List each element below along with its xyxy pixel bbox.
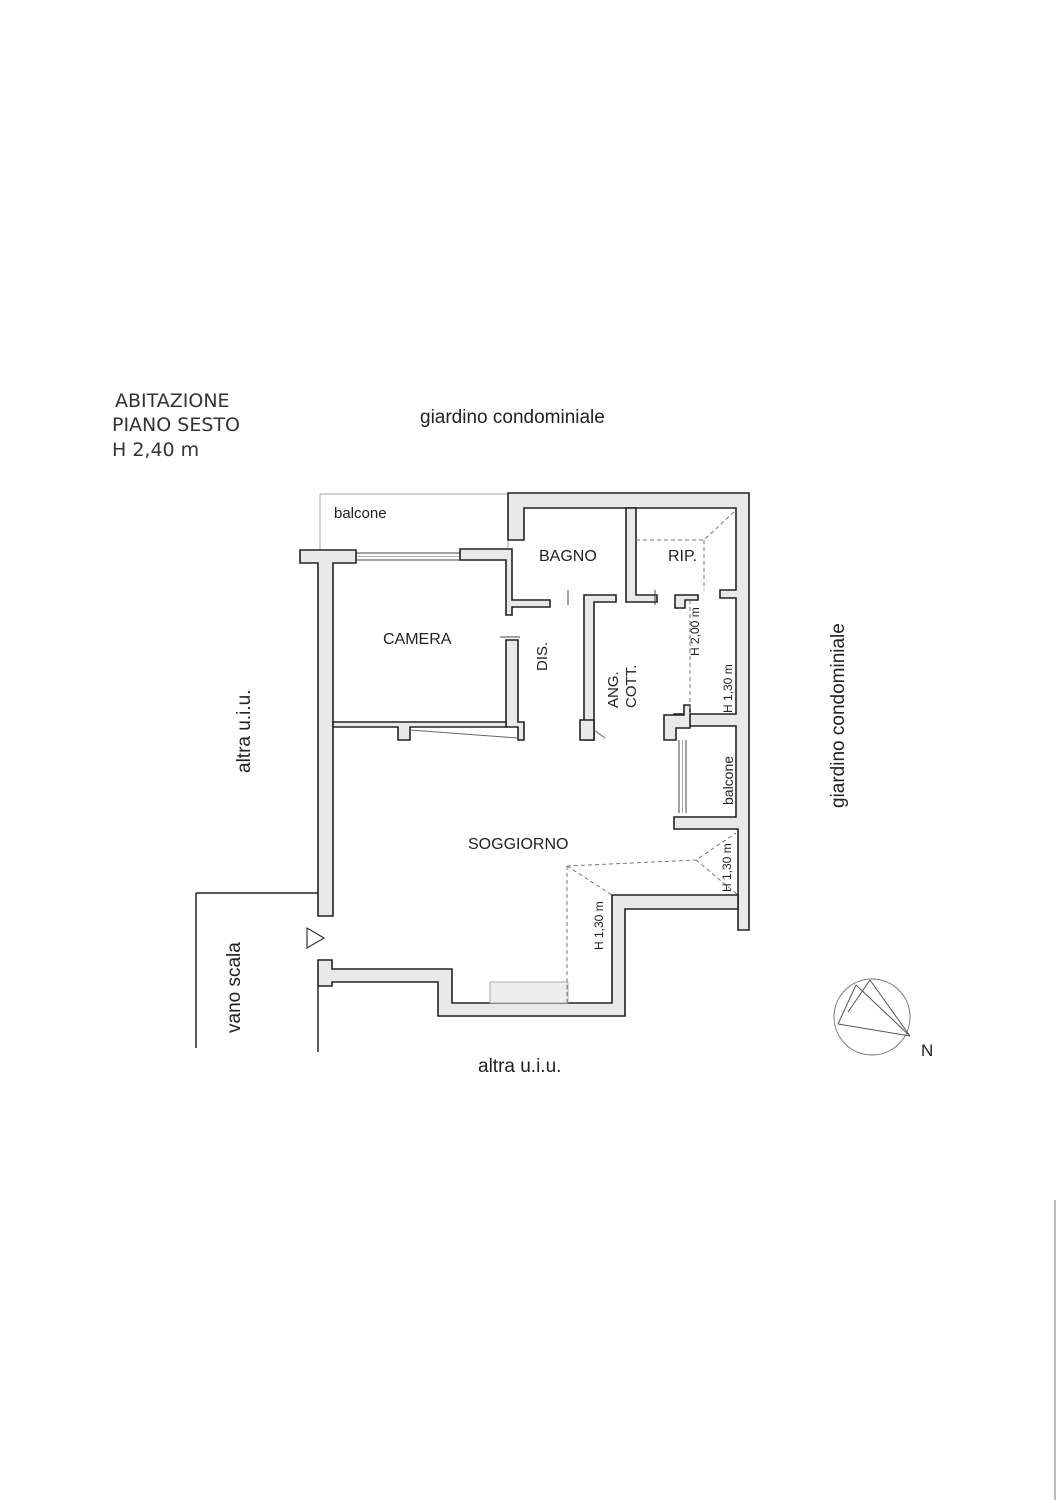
label-right-height: H 1,30 m [720,843,734,892]
label-ang: ANG. [605,671,622,708]
label-right-garden: giardino condominiale [828,623,849,808]
details [195,509,739,1052]
label-north: N [921,1041,933,1060]
label-balcone-top: balcone [334,505,387,522]
header-title: ABITAZIONE [115,390,230,412]
label-dis: DIS. [534,642,551,671]
label-soggiorno: SOGGIORNO [468,836,568,853]
label-closet-height: H 1,30 m [721,664,735,713]
entrance-arrow-icon [306,926,326,950]
compass-rose-icon [833,978,911,1056]
label-camera: CAMERA [383,631,452,648]
label-cott: COTT. [623,665,640,708]
label-bottom-unit: altra u.i.u. [478,1056,561,1077]
label-soggiorno-height: H 1,30 m [592,901,606,950]
header-height: H 2,40 m [112,439,199,461]
label-rip-height: H 2,00 m [688,607,702,656]
label-rip: RIP. [668,548,697,565]
label-bagno: BAGNO [539,548,597,565]
header-floor: PIANO SESTO [112,414,240,436]
label-left-unit: altra u.i.u. [234,690,255,773]
label-top-garden: giardino condominiale [420,407,605,428]
label-stair: vano scala [224,942,245,1033]
walls [299,492,750,1017]
label-balcone-right: balcone [720,756,736,805]
